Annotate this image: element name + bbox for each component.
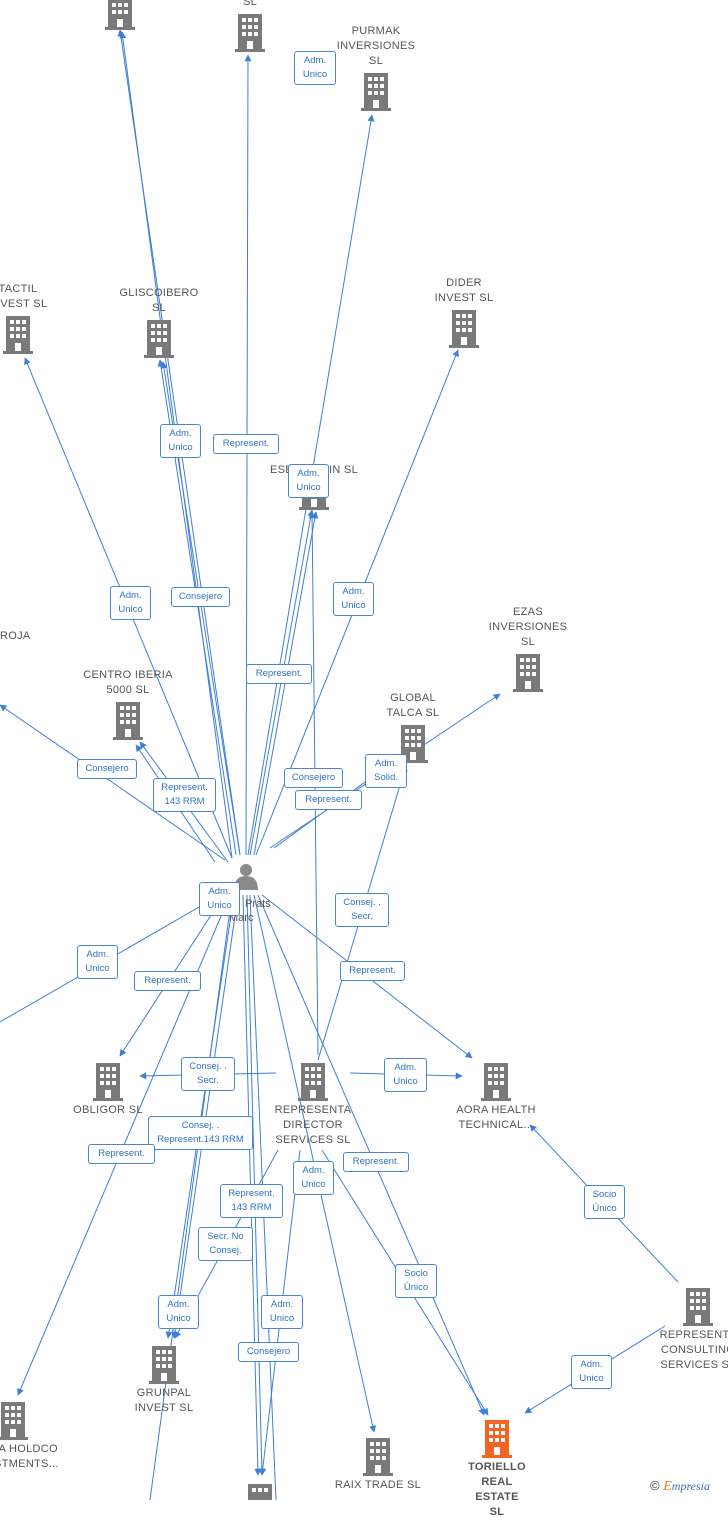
- building-icon: [147, 1346, 181, 1384]
- edge-label-socio-unico[interactable]: Socio Único: [395, 1264, 437, 1298]
- node-label: RAIX TRADE SL: [334, 1479, 422, 1491]
- node-label: GLISCOIBERO SL: [119, 287, 199, 314]
- node-label: CENTRO IBERIA 5000 SL: [83, 669, 173, 696]
- edge-label-adm-unico[interactable]: Adm. Unico: [571, 1355, 612, 1389]
- building-icon: [359, 73, 393, 111]
- brand-logo-rest: mpresia: [671, 1479, 711, 1493]
- node-top-mid[interactable]: SL: [175, 0, 325, 52]
- node-ezas[interactable]: EZAS INVERSIONES SL: [453, 606, 603, 692]
- building-icon: [142, 320, 176, 358]
- node-top-left[interactable]: [45, 0, 195, 30]
- building-icon: [447, 310, 481, 348]
- building-icon: [243, 1484, 277, 1522]
- edge-label-consejero[interactable]: Consejero: [238, 1342, 299, 1362]
- node-label: TACTIL INVEST SL: [0, 283, 48, 310]
- node-grunpal[interactable]: GRUNPAL INVEST SL: [89, 1346, 239, 1416]
- edge-label-adm-unico[interactable]: Adm. Unico: [261, 1295, 303, 1329]
- edge-to-bottom-offscreen: [149, 894, 233, 1500]
- building-icon: [91, 1063, 125, 1101]
- edge-to-roja: [0, 704, 226, 861]
- edge-label-consej-represent[interactable]: Consej. . Represent.143 RRM: [148, 1116, 253, 1150]
- edge-label-represent-143[interactable]: Represent. 143 RRM: [220, 1184, 283, 1218]
- edge-label-socio-unico[interactable]: Socio Único: [584, 1185, 625, 1219]
- node-label: FLORA HOLDCO INVESTMENTS...: [0, 1443, 59, 1470]
- node-global-talca[interactable]: GLOBAL TALCA SL: [338, 692, 488, 763]
- node-dider[interactable]: DIDER INVEST SL: [389, 277, 539, 348]
- edge-label-adm-unico[interactable]: Adm. Unico: [288, 464, 329, 498]
- brand-logo-e: E: [663, 1479, 672, 1494]
- edge-label-represent[interactable]: Represent.: [88, 1144, 155, 1164]
- node-bottom-center[interactable]: [185, 1484, 335, 1522]
- edge-label-represent[interactable]: Represent.: [213, 434, 279, 454]
- edge-label-adm-unico[interactable]: Adm. Unico: [333, 582, 374, 616]
- node-gliscoibero[interactable]: GLISCOIBERO SL: [84, 287, 234, 358]
- node-label: REPRESENTA DIRECTOR SERVICES SL: [274, 1104, 352, 1146]
- node-aora[interactable]: AORA HEALTH TECHNICAL...: [421, 1063, 571, 1133]
- node-obligor[interactable]: OBLIGOR SL: [33, 1063, 183, 1118]
- building-icon: [103, 0, 137, 30]
- edge-to-top-mid: [244, 54, 252, 856]
- person-icon-body: [234, 876, 258, 890]
- node-label: DIDER INVEST SL: [434, 277, 494, 304]
- edge-label-represent[interactable]: Represent.: [343, 1152, 409, 1172]
- edge-label-adm-unico[interactable]: Adm. Unico: [77, 945, 118, 979]
- edge-label-represent[interactable]: Represent.: [134, 971, 201, 991]
- node-flora[interactable]: FLORA HOLDCO INVESTMENTS...: [0, 1402, 88, 1472]
- building-icon: [296, 1063, 330, 1101]
- edge-label-adm-unico[interactable]: Adm. Unico: [384, 1058, 427, 1092]
- node-label: EZAS INVERSIONES SL: [488, 606, 568, 648]
- node-centro-iberia[interactable]: CENTRO IBERIA 5000 SL: [53, 669, 203, 740]
- node-label: AORA HEALTH TECHNICAL...: [456, 1104, 536, 1131]
- edge-label-adm-unico[interactable]: Adm. Unico: [160, 424, 201, 458]
- node-representa-consulting[interactable]: REPRESENTA CONSULTING SERVICES SL: [623, 1288, 728, 1373]
- node-label: REPRESENTA CONSULTING SERVICES SL: [659, 1329, 728, 1371]
- building-icon: [361, 1438, 395, 1476]
- person-icon-head: [240, 864, 252, 876]
- node-roja-label[interactable]: ROJA: [0, 630, 31, 642]
- building-icon-highlight: [480, 1420, 514, 1458]
- edge-label-represent-143[interactable]: Represent. 143 RRM: [153, 778, 216, 812]
- building-icon: [511, 654, 545, 692]
- edge-label-represent[interactable]: Represent.: [295, 790, 362, 810]
- node-label: PURMAK INVERSIONES SL: [336, 25, 416, 67]
- node-purmak[interactable]: PURMAK INVERSIONES SL: [301, 25, 451, 111]
- copyright-symbol: ©: [650, 1478, 660, 1493]
- edge-label-consej-secr[interactable]: Consej. . Secr.: [181, 1057, 235, 1091]
- edge-label-consejero[interactable]: Consejero: [171, 587, 230, 607]
- building-icon: [0, 1402, 30, 1440]
- node-raix[interactable]: RAIX TRADE SL: [303, 1438, 453, 1493]
- node-label: SL: [242, 0, 258, 8]
- edge-label-represent[interactable]: Represent.: [246, 664, 312, 684]
- node-representa-director[interactable]: REPRESENTA DIRECTOR SERVICES SL: [238, 1063, 388, 1148]
- edge-label-represent[interactable]: Represent.: [340, 961, 405, 981]
- edge-label-consej-secr[interactable]: Consej. . Secr.: [335, 893, 389, 927]
- building-icon: [1, 316, 35, 354]
- person-node[interactable]: [234, 864, 258, 890]
- edge-label-adm-unico[interactable]: Adm. Unico: [158, 1295, 199, 1329]
- edge-label-consejero[interactable]: Consejero: [284, 768, 343, 788]
- node-label: OBLIGOR SL: [73, 1104, 143, 1116]
- building-icon: [111, 702, 145, 740]
- edge-label-secr-no-consej[interactable]: Secr. No Consej.: [198, 1227, 253, 1261]
- building-icon: [479, 1063, 513, 1101]
- edge-label-adm-unico[interactable]: Adm. Unico: [294, 51, 336, 85]
- node-label: GLOBAL TALCA SL: [386, 692, 440, 719]
- edge-label-adm-solid[interactable]: Adm. Solid.: [365, 754, 407, 788]
- edge-label-adm-unico[interactable]: Adm. Unico: [199, 882, 240, 916]
- edge-label-adm-unico[interactable]: Adm. Unico: [293, 1161, 334, 1195]
- node-label: TORIELLO REAL ESTATE SL: [468, 1461, 526, 1518]
- person-label-first: Prats: [245, 898, 271, 910]
- edge-label-adm-unico[interactable]: Adm. Unico: [110, 586, 151, 620]
- building-icon: [233, 14, 267, 52]
- building-icon: [681, 1288, 715, 1326]
- node-tactil[interactable]: TACTIL INVEST SL: [0, 283, 93, 354]
- empresia-watermark: © Empresia: [650, 1478, 710, 1495]
- node-label: GRUNPAL INVEST SL: [134, 1387, 194, 1414]
- edge-label-consejero[interactable]: Consejero: [77, 759, 137, 779]
- node-toriello[interactable]: TORIELLO REAL ESTATE SL: [422, 1420, 572, 1520]
